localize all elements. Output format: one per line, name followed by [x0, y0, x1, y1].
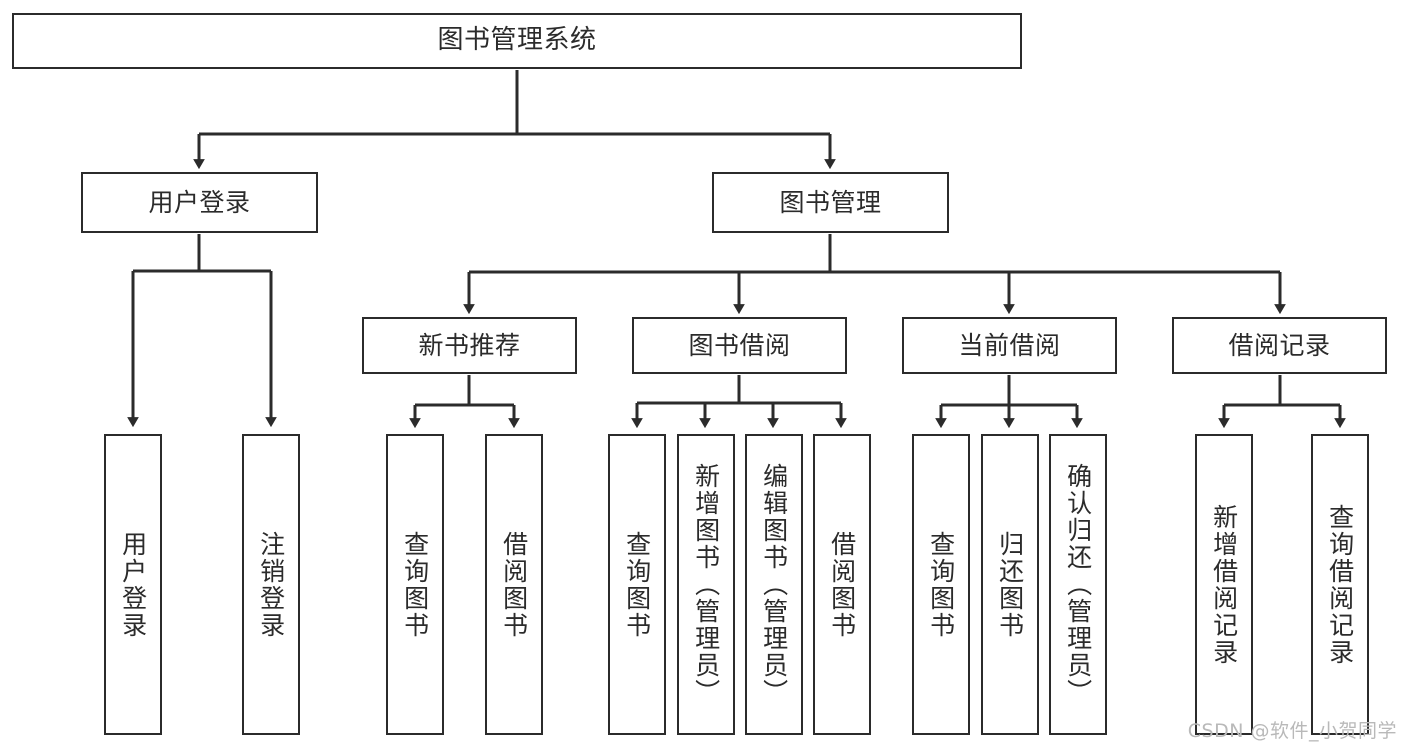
- node-leaf-query-book-current[interactable]: 查询图书: [912, 434, 970, 735]
- node-leaf-query-book-borrow[interactable]: 查询图书: [608, 434, 666, 735]
- node-leaf-add-book-admin[interactable]: 新增图书（管理员）: [677, 434, 735, 735]
- node-label: 借阅记录: [1228, 330, 1331, 360]
- node-label: 查询图书: [622, 530, 652, 639]
- node-book-management[interactable]: 图书管理: [712, 172, 949, 233]
- node-label: 图书管理系统: [437, 25, 597, 56]
- node-borrowing-records[interactable]: 借阅记录: [1172, 317, 1387, 374]
- node-leaf-query-borrow-record[interactable]: 查询借阅记录: [1311, 434, 1369, 735]
- node-user-login[interactable]: 用户登录: [81, 172, 318, 233]
- node-leaf-edit-book-admin[interactable]: 编辑图书（管理员）: [745, 434, 803, 735]
- node-label: 归还图书: [995, 530, 1025, 639]
- node-label: 图书借阅: [688, 330, 791, 360]
- csdn-watermark: CSDN @软件_小贺同学: [1187, 720, 1397, 742]
- node-label: 借阅图书: [499, 530, 529, 639]
- node-label: 查询图书: [926, 530, 956, 639]
- node-current-borrowing[interactable]: 当前借阅: [902, 317, 1117, 374]
- node-label: 注销登录: [256, 530, 286, 639]
- node-label: 图书管理: [779, 187, 882, 217]
- node-leaf-confirm-return-admin[interactable]: 确认归还（管理员）: [1049, 434, 1107, 735]
- node-label: 用户登录: [148, 187, 251, 217]
- node-label: 新增图书（管理员）: [691, 463, 721, 706]
- node-label: 借阅图书: [827, 530, 857, 639]
- node-leaf-borrow-book[interactable]: 借阅图书: [813, 434, 871, 735]
- node-leaf-logout[interactable]: 注销登录: [242, 434, 300, 735]
- node-leaf-add-borrow-record[interactable]: 新增借阅记录: [1195, 434, 1253, 735]
- node-label: 新书推荐: [418, 330, 521, 360]
- node-new-book-recommendation[interactable]: 新书推荐: [362, 317, 577, 374]
- node-leaf-user-login[interactable]: 用户登录: [104, 434, 162, 735]
- node-leaf-borrow-book-recommend[interactable]: 借阅图书: [485, 434, 543, 735]
- node-leaf-query-book-recommend[interactable]: 查询图书: [386, 434, 444, 735]
- node-label: 当前借阅: [958, 330, 1061, 360]
- node-label: 新增借阅记录: [1209, 503, 1239, 666]
- node-leaf-return-book[interactable]: 归还图书: [981, 434, 1039, 735]
- node-label: 编辑图书（管理员）: [759, 463, 789, 706]
- node-book-management-system[interactable]: 图书管理系统: [12, 13, 1022, 69]
- node-label: 用户登录: [118, 530, 148, 639]
- node-book-borrowing[interactable]: 图书借阅: [632, 317, 847, 374]
- node-label: 查询借阅记录: [1325, 503, 1355, 666]
- node-label: 查询图书: [400, 530, 430, 639]
- node-label: 确认归还（管理员）: [1063, 463, 1093, 706]
